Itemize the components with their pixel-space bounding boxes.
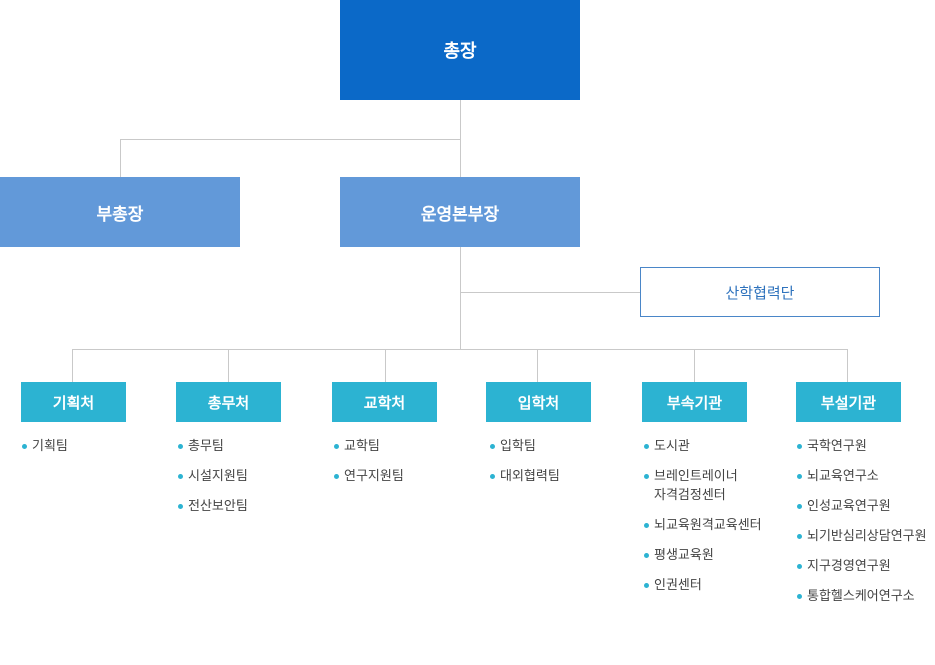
bullet-icon xyxy=(797,444,802,449)
bullet-icon xyxy=(797,474,802,479)
list-item: 도시관 xyxy=(644,437,762,456)
bullet-icon xyxy=(178,474,183,479)
connector-dept-4 xyxy=(537,349,538,382)
bullet-icon xyxy=(334,474,339,479)
bullet-icon xyxy=(178,444,183,449)
bullet-icon xyxy=(797,594,802,599)
dept-attached-institutions-list: 국학연구원 뇌교육연구소 인성교육연구원 뇌기반심리상담연구원 지구경영연구원 … xyxy=(797,437,927,617)
president-box: 총장 xyxy=(340,0,580,100)
list-item: 인성교육연구원 xyxy=(797,497,927,516)
list-item: 전산보안팀 xyxy=(178,497,248,516)
list-item: 시설지원팀 xyxy=(178,467,248,486)
bullet-icon xyxy=(797,564,802,569)
bullet-icon xyxy=(644,523,649,528)
connector-dept-1 xyxy=(72,349,73,382)
list-item: 인권센터 xyxy=(644,576,762,595)
connector-vice-horizontal xyxy=(120,139,461,140)
connector-departments-horizontal xyxy=(72,349,848,350)
list-item: 뇌교육원격교육센터 xyxy=(644,516,762,535)
list-item: 연구지원팀 xyxy=(334,467,404,486)
dept-admissions-list: 입학팀 대외협력팀 xyxy=(490,437,560,497)
list-item: 입학팀 xyxy=(490,437,560,456)
bullet-icon xyxy=(490,444,495,449)
bullet-icon xyxy=(178,504,183,509)
dept-planning-list: 기획팀 xyxy=(22,437,68,467)
list-item: 통합헬스케어연구소 xyxy=(797,587,927,606)
connector-ops-vertical xyxy=(460,247,461,349)
connector-vice-vertical xyxy=(120,139,121,177)
dept-affiliated-institutions: 부속기관 xyxy=(642,382,747,422)
connector-dept-2 xyxy=(228,349,229,382)
list-item: 뇌기반심리상담연구원 xyxy=(797,527,927,546)
dept-affiliated-institutions-list: 도시관 브레인트레이너 자격검정센터 뇌교육원격교육센터 평생교육원 인권센터 xyxy=(644,437,762,606)
dept-general-affairs: 총무처 xyxy=(176,382,281,422)
list-item: 기획팀 xyxy=(22,437,68,456)
dept-academic-affairs-list: 교학팀 연구지원팀 xyxy=(334,437,404,497)
bullet-icon xyxy=(22,444,27,449)
list-item: 교학팀 xyxy=(334,437,404,456)
list-item: 지구경영연구원 xyxy=(797,557,927,576)
bullet-icon xyxy=(644,583,649,588)
list-item: 브레인트레이너 자격검정센터 xyxy=(644,467,762,505)
bullet-icon xyxy=(644,474,649,479)
dept-general-affairs-list: 총무팀 시설지원팀 전산보안팀 xyxy=(178,437,248,527)
list-item: 총무팀 xyxy=(178,437,248,456)
connector-top-vertical xyxy=(460,100,461,177)
industry-cooperation-box: 산학협력단 xyxy=(640,267,880,317)
connector-cooperation-horizontal xyxy=(460,292,640,293)
list-item: 평생교육원 xyxy=(644,546,762,565)
connector-dept-3 xyxy=(385,349,386,382)
bullet-icon xyxy=(644,553,649,558)
dept-admissions: 입학처 xyxy=(486,382,591,422)
vice-president-box: 부총장 xyxy=(0,177,240,247)
connector-dept-5 xyxy=(694,349,695,382)
list-item: 대외협력팀 xyxy=(490,467,560,486)
operations-director-box: 운영본부장 xyxy=(340,177,580,247)
list-item: 국학연구원 xyxy=(797,437,927,456)
list-item: 뇌교육연구소 xyxy=(797,467,927,486)
bullet-icon xyxy=(334,444,339,449)
dept-attached-institutions: 부설기관 xyxy=(796,382,901,422)
bullet-icon xyxy=(644,444,649,449)
connector-dept-6 xyxy=(847,349,848,382)
bullet-icon xyxy=(490,474,495,479)
bullet-icon xyxy=(797,504,802,509)
dept-planning: 기획처 xyxy=(21,382,126,422)
dept-academic-affairs: 교학처 xyxy=(332,382,437,422)
bullet-icon xyxy=(797,534,802,539)
